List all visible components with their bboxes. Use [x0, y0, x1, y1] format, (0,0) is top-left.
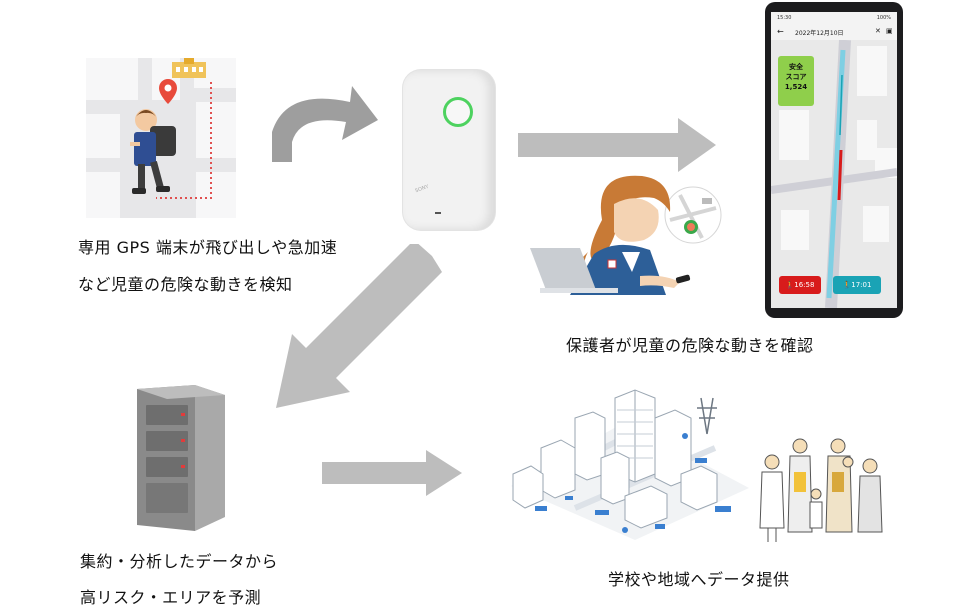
device-power-ring-icon: [443, 97, 473, 127]
status-time: 15:30: [777, 15, 792, 21]
start-time-pill[interactable]: 🚶16:58: [779, 276, 821, 294]
arrow-to-phone: [518, 118, 716, 172]
guardian-illustration: [530, 175, 722, 295]
back-arrow-icon[interactable]: ←: [777, 27, 784, 36]
analysis-caption-line2: 高リスク・エリアを予測: [80, 588, 262, 607]
arrow-to-server: [276, 244, 442, 408]
analysis-caption-line1: 集約・分析したデータから: [80, 552, 279, 571]
score-label-1: 安全: [789, 63, 803, 71]
app-header: ← 2022年12月10日 ✕ ▣: [771, 24, 897, 40]
curved-arrow: [272, 86, 378, 162]
city-illustration: [511, 389, 749, 540]
device-indicator: [435, 212, 441, 214]
safety-score-card[interactable]: 安全 スコア 1,524: [778, 56, 814, 106]
guardian-caption: 保護者が児童の危険な動きを確認: [566, 336, 814, 355]
status-battery: 100%: [876, 15, 891, 21]
score-label-2: スコア: [785, 73, 807, 81]
score-value: 1,524: [784, 83, 808, 91]
family-illustration: [759, 438, 883, 542]
server-rack: [137, 385, 227, 531]
calendar-icon[interactable]: ▣: [886, 27, 893, 35]
detect-caption-line1: 専用 GPS 端末が飛び出しや急加速: [78, 238, 338, 257]
start-time: 16:58: [794, 281, 815, 289]
walking-person-icon: 🚶: [785, 281, 795, 289]
status-bar: 15:30 100%: [771, 12, 897, 24]
end-time: 17:01: [851, 281, 872, 289]
map-illustration: [86, 58, 236, 218]
date-label: 2022年12月10日: [795, 30, 844, 37]
walking-child-icon: [130, 58, 212, 199]
provide-caption: 学校や地域へデータ提供: [608, 570, 790, 589]
phone-screen: 15:30 100% ← 2022年12月10日 ✕ ▣ 安全 スコア 1,: [771, 12, 897, 308]
mute-icon[interactable]: ✕: [875, 27, 881, 35]
end-time-pill[interactable]: 🚶17:01: [833, 276, 881, 294]
gps-device: SONY: [403, 70, 495, 230]
walking-person-icon: 🚶: [842, 281, 852, 289]
detect-caption-line2: など児童の危険な動きを検知: [78, 275, 293, 294]
device-logo: SONY: [414, 183, 430, 195]
arrow-to-city: [322, 450, 462, 496]
smartphone: 15:30 100% ← 2022年12月10日 ✕ ▣ 安全 スコア 1,: [765, 2, 903, 318]
